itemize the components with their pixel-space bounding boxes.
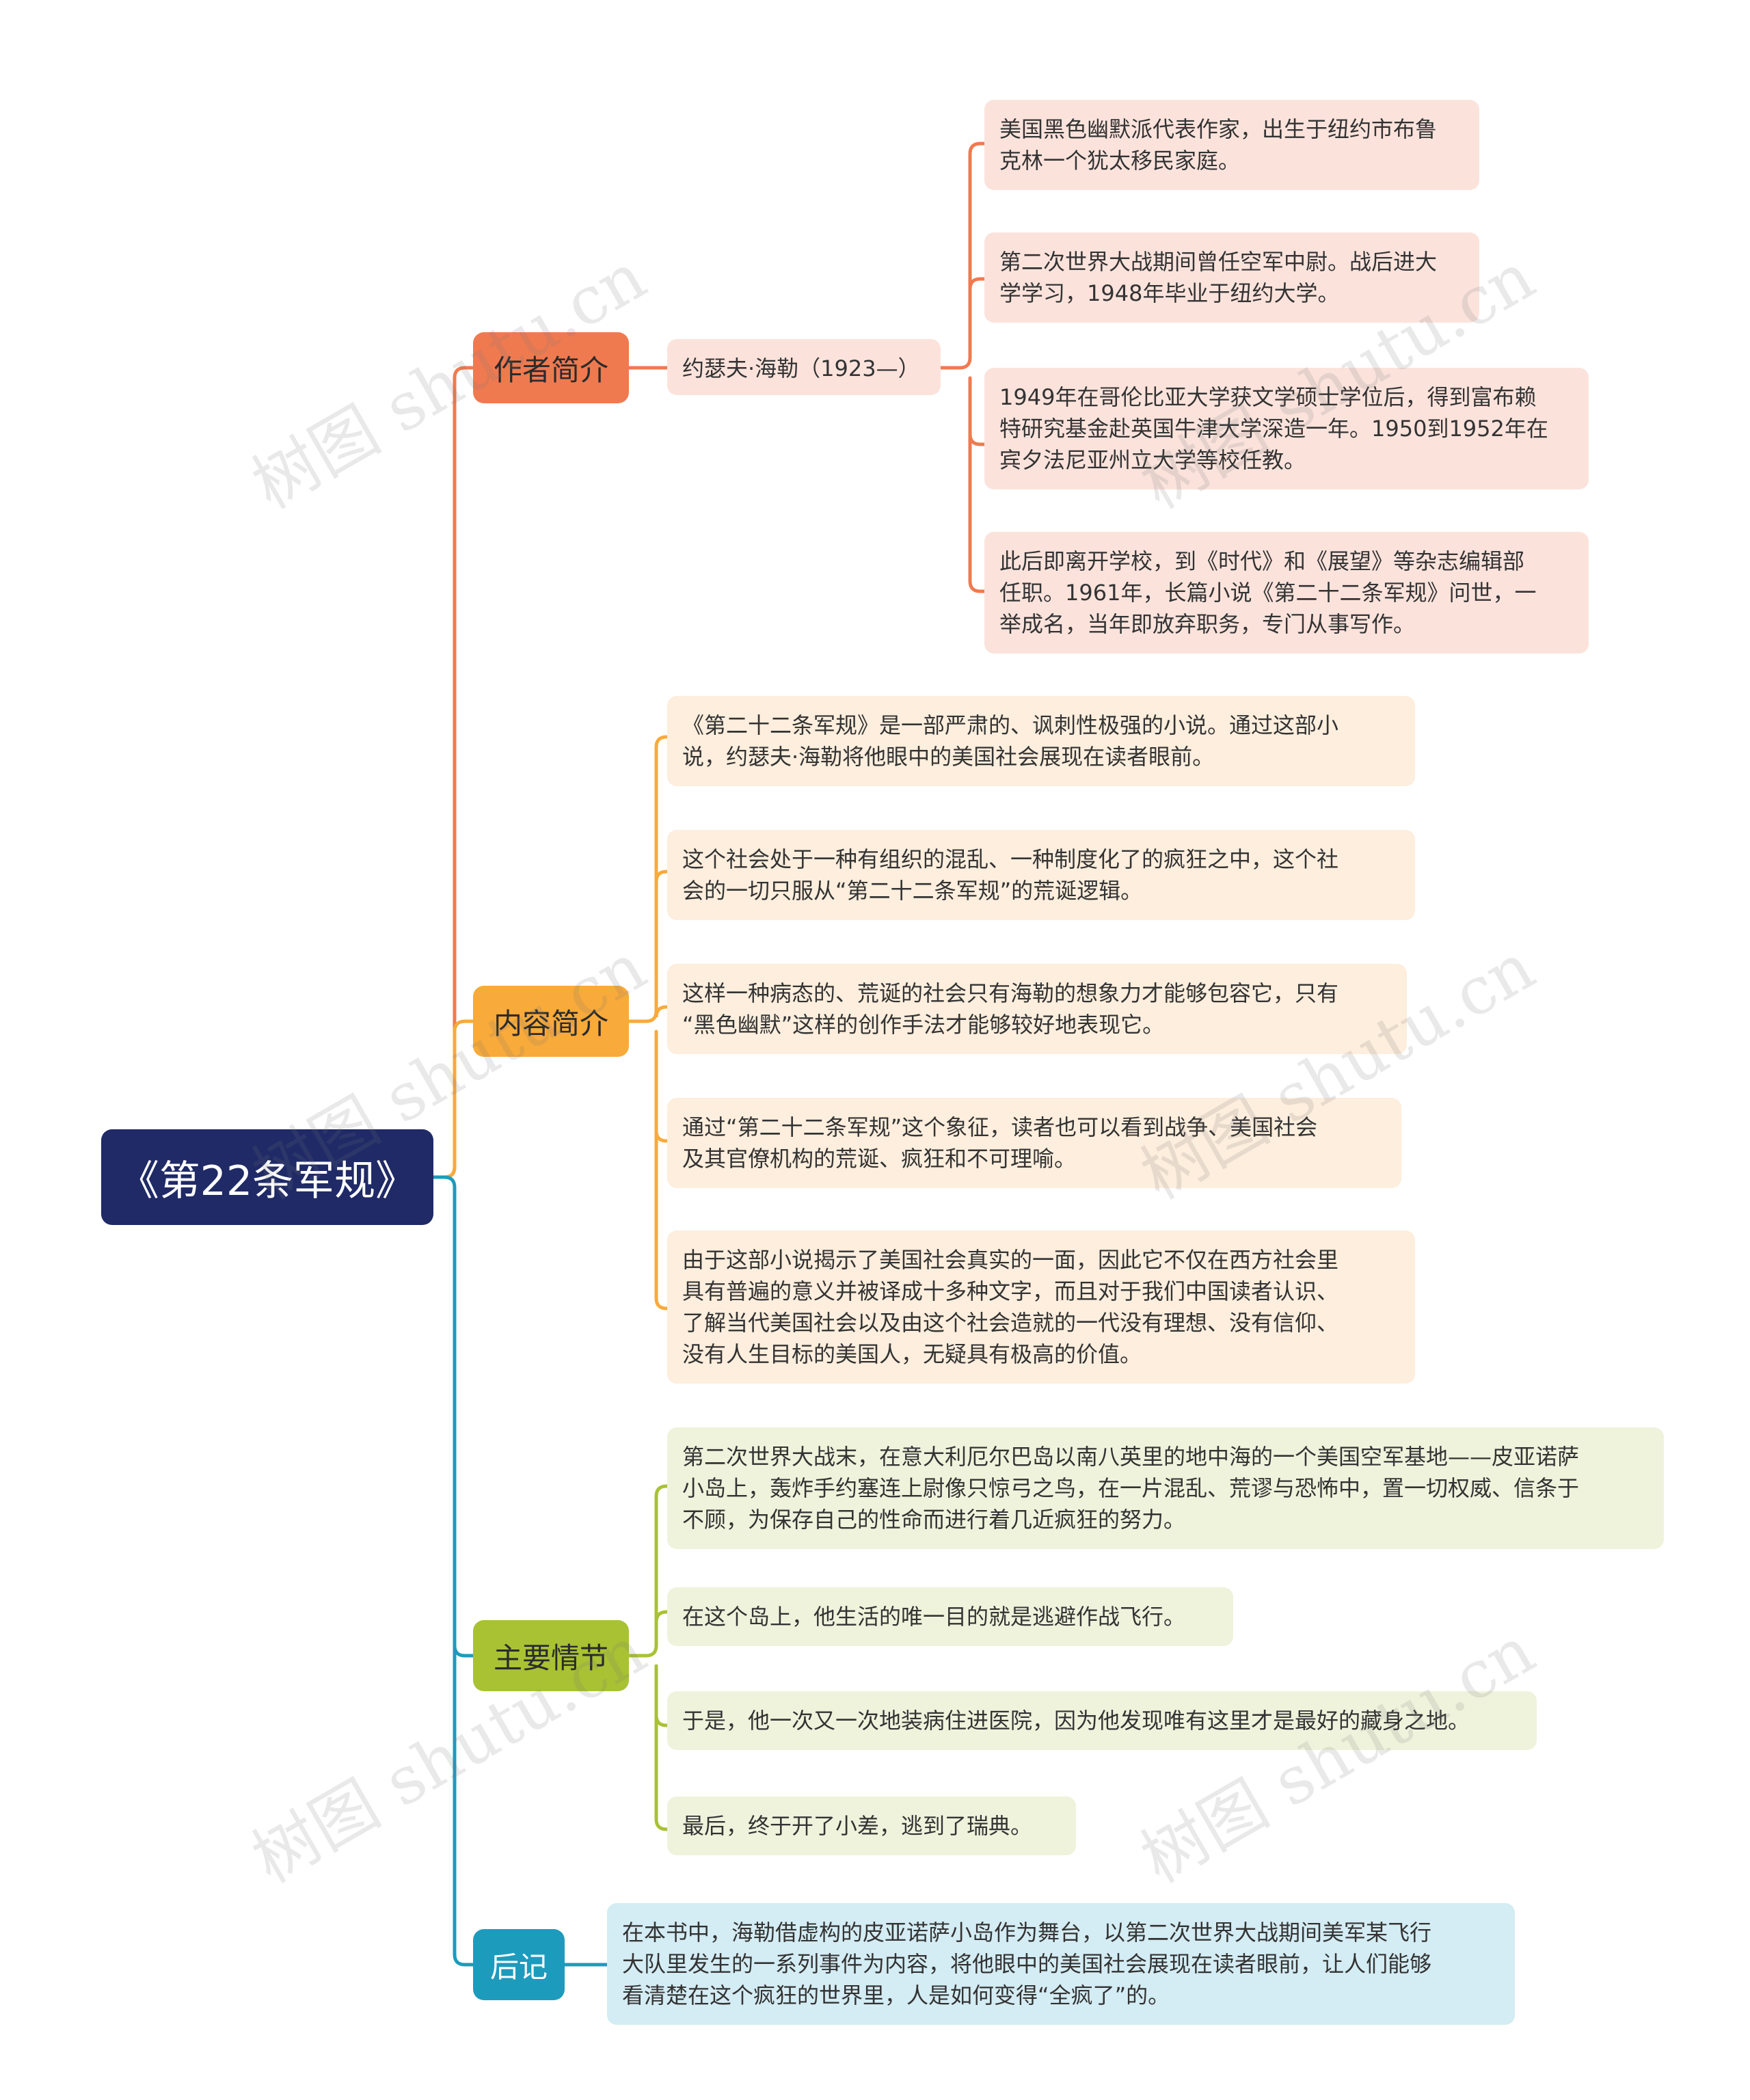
branch-main-plot[interactable]: 主要情节 bbox=[473, 1620, 629, 1691]
content-leaf-4[interactable]: 通过“第二十二条军规”这个象征，读者也可以看到战争、美国社会 及其官僚机构的荒诞… bbox=[667, 1098, 1401, 1188]
plot-leaf-3[interactable]: 于是，他一次又一次地装病住进医院，因为他发现唯有这里才是最好的藏身之地。 bbox=[667, 1691, 1537, 1750]
connector-root-content bbox=[442, 1019, 475, 1179]
content-leaf-1[interactable]: 《第二十二条军规》是一部严肃的、讽刺性极强的小说。通过这部小 说，约瑟夫·海勒将… bbox=[667, 696, 1415, 786]
branch-author-intro[interactable]: 作者简介 bbox=[473, 332, 629, 403]
connector-root-plot bbox=[431, 1175, 475, 1658]
plot-leaf-4[interactable]: 最后，终于开了小差，逃到了瑞典。 bbox=[667, 1796, 1076, 1855]
author-leaf-3[interactable]: 1949年在哥伦比亚大学获文学硕士学位后，得到富布赖 特研究基金赴英国牛津大学深… bbox=[984, 368, 1589, 489]
connector-sub-leaves bbox=[939, 142, 986, 593]
author-leaf-2[interactable]: 第二次世界大战期间曾任空军中尉。战后进大 学学习，1948年毕业于纽约大学。 bbox=[984, 232, 1479, 323]
afterword-leaf[interactable]: 在本书中，海勒借虚构的皮亚诺萨小岛作为舞台，以第二次世界大战期间美军某飞行 大队… bbox=[607, 1903, 1515, 2025]
content-leaf-2[interactable]: 这个社会处于一种有组织的混乱、一种制度化了的疯狂之中，这个社 会的一切只服从“第… bbox=[667, 830, 1415, 920]
connector-content-leaves bbox=[627, 735, 672, 1310]
root-node-title[interactable]: 《第22条军规》 bbox=[101, 1129, 433, 1225]
branch-afterword[interactable]: 后记 bbox=[473, 1929, 565, 2000]
content-leaf-3[interactable]: 这样一种病态的、荒诞的社会只有海勒的想象力才能够包容它，只有 “黑色幽默”这样的… bbox=[667, 964, 1407, 1054]
author-leaf-1[interactable]: 美国黑色幽默派代表作家，出生于纽约市布鲁 克林一个犹太移民家庭。 bbox=[984, 100, 1479, 190]
branch-content-intro[interactable]: 内容简介 bbox=[473, 986, 629, 1057]
content-leaf-5[interactable]: 由于这部小说揭示了美国社会真实的一面，因此它不仅在西方社会里 具有普遍的意义并被… bbox=[667, 1230, 1415, 1384]
connector-plot-leaves bbox=[627, 1484, 672, 1831]
plot-leaf-1[interactable]: 第二次世界大战末，在意大利厄尔巴岛以南八英里的地中海的一个美国空军基地——皮亚诺… bbox=[667, 1427, 1664, 1549]
author-name-node[interactable]: 约瑟夫·海勒（1923—） bbox=[667, 339, 941, 395]
connector-root-afterword bbox=[453, 1643, 475, 1967]
author-leaf-4[interactable]: 此后即离开学校，到《时代》和《展望》等杂志编辑部 任职。1961年，长篇小说《第… bbox=[984, 532, 1589, 654]
plot-leaf-2[interactable]: 在这个岛上，他生活的唯一目的就是逃避作战飞行。 bbox=[667, 1587, 1233, 1646]
